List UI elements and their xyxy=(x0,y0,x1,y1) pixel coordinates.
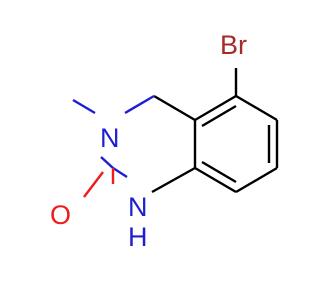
nitrogen-1-label: N xyxy=(128,192,148,222)
bond-c4-n3 xyxy=(124,94,155,115)
bond-n3-methyl xyxy=(72,98,96,115)
heterocycle-ring xyxy=(100,94,196,194)
bond-c2-o-2 xyxy=(83,171,104,198)
bond-n3-c2 xyxy=(100,156,114,169)
bond-c4a-c5 xyxy=(194,94,237,122)
bond-c7-c8 xyxy=(235,166,278,194)
bond-c5-c6 xyxy=(235,94,278,122)
hydrogen-1-label: H xyxy=(128,222,148,252)
bond-c2-n1 xyxy=(112,166,128,179)
bromine-label: Br xyxy=(220,30,247,60)
bond-c8-c8a-inner xyxy=(201,160,237,184)
benzene-ring xyxy=(193,94,279,194)
nitrogen-3-label: N xyxy=(100,123,120,153)
molecule-structure: Br N N H O xyxy=(50,30,279,252)
bond-n1-c8a xyxy=(151,166,196,194)
bond-c4a-c4 xyxy=(153,94,196,122)
bond-c4a-c5-inner xyxy=(201,104,237,128)
bond-c8-c8a xyxy=(194,166,237,194)
oxygen-label: O xyxy=(50,200,71,230)
